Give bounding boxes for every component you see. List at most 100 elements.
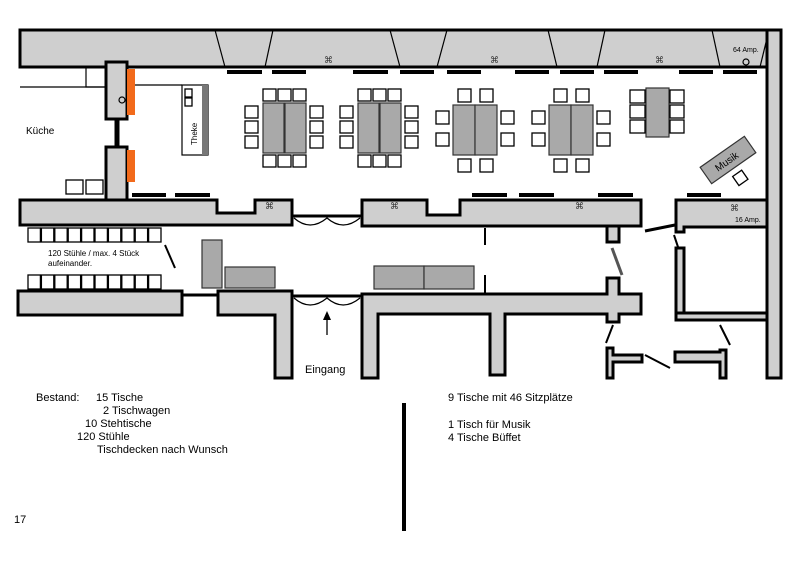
door[interactable] <box>644 223 676 233</box>
entrance-arrow-icon <box>323 311 331 335</box>
stacked-chair <box>147 274 162 290</box>
stacked-chair <box>40 274 55 290</box>
stacked-chair <box>121 227 135 243</box>
chair <box>531 110 546 125</box>
socket-icon <box>742 58 750 66</box>
stacked-chair <box>94 227 109 243</box>
chair <box>339 135 354 149</box>
table <box>262 102 285 154</box>
stacked-chair <box>27 227 42 243</box>
chair <box>85 179 104 195</box>
buffet-table <box>423 265 475 290</box>
chair <box>669 119 685 134</box>
counter-label: Theke <box>190 122 199 145</box>
chair <box>309 105 324 119</box>
table <box>379 102 402 154</box>
kitchen-label: Küche <box>26 126 55 137</box>
wall-stub <box>605 346 644 380</box>
middle-wall-center <box>360 198 643 228</box>
table <box>645 87 670 138</box>
chair <box>277 154 292 168</box>
table <box>452 104 476 156</box>
wall-stub <box>673 348 728 380</box>
chair <box>244 105 259 119</box>
chair <box>404 105 419 119</box>
chair <box>339 105 354 119</box>
chair <box>575 158 590 173</box>
chair <box>372 88 387 102</box>
inventory-item: 2 Tischwagen <box>103 405 171 417</box>
windows <box>132 70 757 197</box>
chair <box>292 154 307 168</box>
chair <box>669 104 685 119</box>
stacked-chair <box>80 274 95 290</box>
table <box>357 102 380 154</box>
chair <box>531 132 546 147</box>
hall-double-door[interactable] <box>292 214 362 226</box>
chair <box>553 88 568 103</box>
stacked-chair <box>107 227 122 243</box>
middle-wall-west <box>18 198 294 227</box>
east-wall <box>765 28 783 380</box>
lower-wall-west <box>16 289 184 317</box>
chair <box>372 154 387 168</box>
chair <box>244 135 259 149</box>
svg-text:⌘: ⌘ <box>265 201 274 211</box>
stacked-chair <box>134 274 149 290</box>
buffet-table <box>201 239 223 289</box>
inventory-item: 120 Stühle <box>77 431 130 443</box>
power-64-label: 64 Amp. <box>733 47 759 54</box>
chair <box>404 120 419 134</box>
chair <box>435 132 450 147</box>
chair <box>309 135 324 149</box>
inventory-heading: Bestand: <box>36 392 80 404</box>
chair <box>262 88 277 102</box>
buffet-table <box>373 265 425 290</box>
chair <box>387 154 402 168</box>
svg-text:⌘: ⌘ <box>490 55 499 65</box>
table <box>284 102 307 154</box>
buffet-table <box>224 266 276 289</box>
chair <box>731 169 749 187</box>
chair <box>457 88 472 103</box>
chair <box>457 158 472 173</box>
stacked-chair <box>54 274 68 290</box>
music-table: Musik <box>699 135 757 185</box>
chair <box>292 88 307 102</box>
chair <box>404 135 419 149</box>
stacked-chair <box>40 227 55 243</box>
lower-wall-center <box>360 276 643 380</box>
room-wall <box>674 246 686 322</box>
socket-icon <box>118 96 126 104</box>
entrance-label: Eingang <box>305 364 345 376</box>
svg-text:⌘: ⌘ <box>324 55 333 65</box>
chair <box>357 88 372 102</box>
counter-theke <box>135 84 209 156</box>
chair <box>500 132 515 147</box>
lower-wall-entrance-left <box>216 289 294 380</box>
chair <box>629 119 646 134</box>
stacked-chair <box>80 227 95 243</box>
inventory-item: 15 Tische <box>96 392 144 404</box>
chair <box>277 88 292 102</box>
stacked-chair <box>107 274 122 290</box>
svg-text:⌘: ⌘ <box>655 55 664 65</box>
room-wall <box>674 311 769 322</box>
stacked-chair <box>67 227 82 243</box>
entrance-door[interactable] <box>292 294 362 306</box>
stacked-chairs <box>27 227 162 290</box>
chair <box>244 120 259 134</box>
chair <box>596 110 611 125</box>
door[interactable] <box>610 247 624 276</box>
orange-panel-bottom <box>127 150 135 182</box>
wall-stub <box>605 224 621 244</box>
chair-storage-label: 120 Stühle / max. 4 Stück <box>48 249 140 258</box>
chair <box>629 104 646 119</box>
stacked-chair <box>94 274 109 290</box>
chair <box>629 89 646 104</box>
chair <box>339 120 354 134</box>
chair-storage-label-2: aufeinander. <box>48 259 92 268</box>
chair <box>357 154 372 168</box>
page-number: 17 <box>14 514 27 526</box>
table <box>474 104 498 156</box>
